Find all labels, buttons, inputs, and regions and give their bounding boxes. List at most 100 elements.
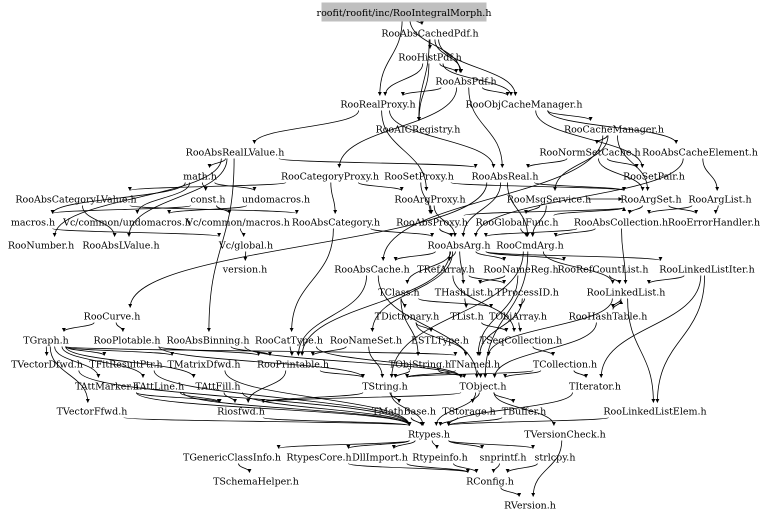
node-roo-arg-proxy[interactable]: RooArgProxy.h bbox=[394, 195, 465, 206]
node-roo-set-proxy[interactable]: RooSetProxy.h bbox=[384, 172, 454, 183]
node-roo-linked-list-iter[interactable]: RooLinkedListIter.h bbox=[659, 265, 754, 276]
node-label: RooNameSet.h bbox=[330, 336, 402, 347]
node-t-class[interactable]: TClass.h bbox=[378, 288, 419, 299]
node-dll-import[interactable]: DllImport.h bbox=[352, 453, 408, 464]
node-t-object[interactable]: TObject.h bbox=[459, 382, 506, 393]
node-roo-name-reg[interactable]: RooNameReg.h bbox=[483, 265, 558, 276]
node-roo-abs-l-value[interactable]: RooAbsLValue.h bbox=[82, 241, 159, 252]
node-roo-abs-cache-element[interactable]: RooAbsCacheElement.h bbox=[642, 148, 758, 159]
node-r-config[interactable]: RConfig.h bbox=[466, 477, 514, 488]
node-t-graph[interactable]: TGraph.h bbox=[23, 336, 68, 347]
node-t-collection[interactable]: TCollection.h bbox=[533, 360, 597, 371]
node-rtypes-core[interactable]: RtypesCore.h bbox=[286, 453, 351, 464]
node-t-dictionary[interactable]: TDictionary.h bbox=[375, 312, 439, 323]
node-t-obj-string[interactable]: TObjString.h bbox=[389, 360, 451, 371]
edge-roo-hash-table-to-t-object bbox=[492, 322, 597, 378]
edge-roo-cache-manager-to-roo-norm-set-cache bbox=[594, 135, 608, 144]
node-roo-printable[interactable]: RooPrintable.h bbox=[257, 360, 329, 371]
node-roo-set-pair[interactable]: RooSetPair.h bbox=[623, 172, 685, 183]
node-label: TObjString.h bbox=[389, 360, 451, 371]
node-roo-abs-category-l-value[interactable]: RooAbsCategoryLValue.h bbox=[15, 195, 136, 206]
node-t-string[interactable]: TString.h bbox=[362, 382, 408, 393]
node-roo-abs-cached-pdf[interactable]: RooAbsCachedPdf.h bbox=[381, 29, 478, 40]
root-node[interactable]: roofit/roofit/inc/RooIntegralMorph.h bbox=[317, 2, 492, 22]
node-t-math-base[interactable]: TMathBase.h bbox=[372, 407, 436, 418]
node-rtypeinfo[interactable]: Rtypeinfo.h bbox=[412, 453, 467, 464]
node-roo-category-proxy[interactable]: RooCategoryProxy.h bbox=[281, 172, 379, 183]
node-roo-cmd-arg[interactable]: RooCmdArg.h bbox=[496, 241, 564, 252]
node-roo-msg-service[interactable]: RooMsgService.h bbox=[507, 195, 591, 206]
node-roo-hash-table[interactable]: RooHashTable.h bbox=[569, 312, 648, 323]
node-roo-abs-cache[interactable]: RooAbsCache.h bbox=[334, 265, 410, 276]
node-roo-error-handler[interactable]: RooErrorHandler.h bbox=[668, 218, 760, 229]
edge-roo-abs-pdf-to-roo-obj-cache-manager bbox=[482, 87, 510, 96]
node-roo-global-func[interactable]: RooGlobalFunc.h bbox=[475, 218, 558, 229]
node-roo-abs-category[interactable]: RooAbsCategory.h bbox=[292, 218, 380, 229]
node-t-storage[interactable]: TStorage.h bbox=[442, 407, 495, 418]
node-label: RooAbsCollection.h bbox=[574, 218, 668, 229]
node-roo-abs-arg[interactable]: RooAbsArg.h bbox=[427, 241, 490, 252]
node-t-vector-ffwd[interactable]: TVectorFfwd.h bbox=[57, 407, 128, 418]
node-riosfwd[interactable]: Riosfwd.h bbox=[217, 407, 265, 418]
node-t-generic-class-info[interactable]: TGenericClassInfo.h bbox=[183, 453, 281, 464]
node-t-matrix-dfwd[interactable]: TMatrixDfwd.h bbox=[168, 360, 241, 371]
node-undomacros[interactable]: undomacros.h bbox=[242, 195, 310, 206]
node-roo-name-set[interactable]: RooNameSet.h bbox=[330, 336, 402, 347]
node-t-list[interactable]: TList.h bbox=[450, 312, 484, 323]
node-roo-ref-count-list[interactable]: RooRefCountList.h bbox=[557, 265, 648, 276]
node-label: RooAbsCategoryLValue.h bbox=[15, 195, 136, 206]
node-t-seq-collection[interactable]: TSeqCollection.h bbox=[480, 336, 562, 347]
node-t-ref-array[interactable]: TRefArray.h bbox=[417, 265, 474, 276]
node-t-named[interactable]: TNamed.h bbox=[450, 360, 500, 371]
node-t-buffer[interactable]: TBuffer.h bbox=[502, 407, 546, 418]
node-roo-cat-type[interactable]: RooCatType.h bbox=[255, 336, 323, 347]
node-macros[interactable]: macros.h bbox=[11, 218, 55, 229]
node-roo-abs-real-l-value[interactable]: RooAbsRealLValue.h bbox=[186, 148, 285, 159]
edge-roo-category-proxy-to-roo-arg-proxy bbox=[357, 182, 404, 191]
node-t-att-fill[interactable]: TAttFill.h bbox=[196, 382, 241, 393]
node-t-process-id[interactable]: TProcessID.h bbox=[495, 288, 559, 299]
node-vc-undomacros[interactable]: Vc/common/undomacros.h bbox=[62, 218, 191, 229]
node-t-att-marker[interactable]: TAttMarker.h bbox=[75, 382, 139, 393]
node-roo-obj-cache-manager[interactable]: RooObjCacheManager.h bbox=[466, 100, 583, 111]
node-strlcpy[interactable]: strlcpy.h bbox=[535, 453, 576, 464]
node-roo-real-proxy[interactable]: RooRealProxy.h bbox=[340, 100, 415, 111]
node-roo-curve[interactable]: RooCurve.h bbox=[84, 312, 141, 323]
node-roo-abs-real[interactable]: RooAbsReal.h bbox=[471, 172, 538, 183]
node-t-vector-dfwd[interactable]: TVectorDfwd.h bbox=[11, 360, 83, 371]
node-roo-abs-collection[interactable]: RooAbsCollection.h bbox=[574, 218, 668, 229]
node-roo-abs-binning[interactable]: RooAbsBinning.h bbox=[166, 336, 249, 347]
node-vc-global[interactable]: Vc/global.h bbox=[218, 241, 273, 252]
node-t-hash-list[interactable]: THashList.h bbox=[435, 288, 493, 299]
node-roo-abs-proxy[interactable]: RooAbsProxy.h bbox=[396, 218, 468, 229]
node-r-version[interactable]: RVersion.h bbox=[504, 501, 556, 512]
node-roo-hist-pdf[interactable]: RooHistPdf.h bbox=[398, 53, 461, 64]
node-version[interactable]: version.h bbox=[222, 265, 267, 276]
node-rtypes[interactable]: Rtypes.h bbox=[408, 430, 450, 441]
edge-t-obj-string-to-t-object bbox=[438, 370, 467, 378]
node-t-schema-helper[interactable]: TSchemaHelper.h bbox=[213, 477, 299, 488]
node-roo-linked-list[interactable]: RooLinkedList.h bbox=[587, 288, 666, 299]
node-t-version-check[interactable]: TVersionCheck.h bbox=[524, 430, 605, 441]
node-t-fit-result-ptr[interactable]: TFitResultPtr.h bbox=[89, 360, 162, 371]
edge-roo-abs-arg-to-roo-abs-cache bbox=[393, 251, 436, 261]
node-roo-number[interactable]: RooNumber.h bbox=[8, 241, 74, 252]
node-const[interactable]: const.h bbox=[191, 195, 226, 206]
node-roo-abs-pdf[interactable]: RooAbsPdf.h bbox=[435, 77, 496, 88]
node-estl-type[interactable]: ESTLType.h bbox=[411, 336, 469, 347]
node-snprintf[interactable]: snprintf.h bbox=[480, 453, 527, 464]
node-roo-arg-set[interactable]: RooArgSet.h bbox=[620, 195, 681, 206]
node-roo-aic-registry[interactable]: RooAICRegistry.h bbox=[376, 125, 461, 136]
node-roo-cache-manager[interactable]: RooCacheManager.h bbox=[564, 125, 664, 136]
node-roo-norm-set-cache[interactable]: RooNormSetCache.h bbox=[539, 148, 640, 159]
node-roo-linked-list-elem[interactable]: RooLinkedListElem.h bbox=[603, 407, 706, 418]
node-roo-arg-list[interactable]: RooArgList.h bbox=[688, 195, 751, 206]
node-t-iterator[interactable]: TIterator.h bbox=[569, 382, 621, 393]
edge-roo-hist-pdf-to-roo-real-proxy bbox=[383, 63, 424, 96]
node-roo-plotable[interactable]: RooPlotable.h bbox=[93, 336, 160, 347]
node-t-att-line[interactable]: TAttLine.h bbox=[134, 382, 184, 393]
node-math[interactable]: math.h bbox=[183, 172, 217, 183]
node-t-obj-array[interactable]: TObjArray.h bbox=[489, 312, 547, 323]
node-vc-macros[interactable]: Vc/common/macros.h bbox=[185, 218, 290, 229]
edge-roo-hash-table-to-roo-linked-list bbox=[612, 300, 624, 310]
